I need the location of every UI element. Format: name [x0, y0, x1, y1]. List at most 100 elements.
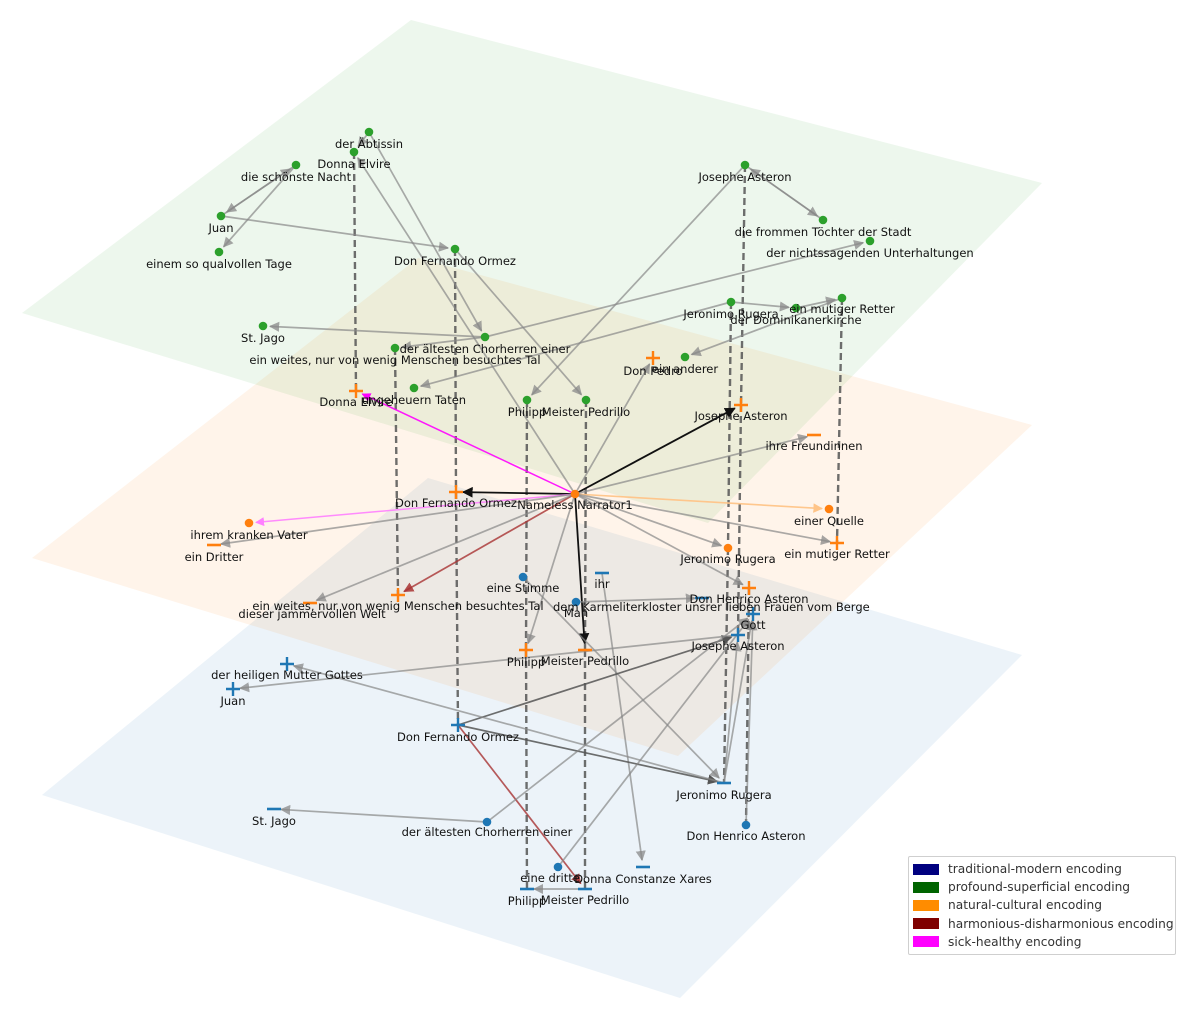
- node-green-einem-so-qualvollen-tage: [214, 247, 224, 257]
- edge-arrow: [457, 724, 582, 885]
- node-label-green-donna-elvire: Donna Elvire: [317, 157, 390, 171]
- node-green-die-schoenste-nacht: [291, 160, 301, 170]
- node-blue-eine-stimme: [518, 572, 528, 582]
- edge-arrow: [557, 618, 750, 868]
- node-orange-don-fernando-ormez: [449, 485, 463, 499]
- interlayer-link: [524, 399, 529, 651]
- node-label-green-don-fernando-ormez: Don Fernando Ormez: [394, 254, 516, 268]
- node-label-orange-philipp: Philipp: [507, 655, 545, 669]
- node-green-der-aebtissin: [364, 127, 374, 137]
- edge-arrow: [255, 493, 576, 527]
- legend-label: sick-healthy encoding: [948, 934, 1082, 949]
- legend-label: traditional-modern encoding: [948, 862, 1122, 877]
- layer-plane-blue: [42, 478, 1022, 998]
- intralayer-edges: [219, 131, 865, 895]
- node-label-blue-der-aeltesten-chorherren-einer: der ältesten Chorherren einer: [402, 825, 573, 839]
- edge-arrow: [484, 239, 865, 338]
- node-label-blue-donna-constanze-xares: Donna Constanze Xares: [574, 872, 712, 886]
- node-label-orange-ein-mutiger-retter: ein mutiger Retter: [784, 547, 890, 561]
- node-blue-josephe-asteron: [731, 628, 745, 642]
- node-label-orange-dieser-jammervollen-welt: dieser jammervollen Welt: [238, 607, 386, 621]
- node-orange-einer-quelle: [824, 504, 834, 514]
- node-green-der-aeltesten-chorherren-einer: [480, 332, 490, 342]
- edge-arrow: [574, 493, 590, 645]
- node-label-orange-ein-weites-nur-von-wenig-menschen-besuchtes-tal: ein weites, nur von wenig Menschen besuc…: [252, 599, 543, 613]
- edge-arrow: [457, 635, 733, 726]
- edge-arrow: [574, 493, 823, 513]
- node-orange-don-henrico-asteron: [742, 581, 756, 595]
- edge-arrow: [745, 619, 758, 826]
- interlayer-link: [454, 491, 460, 726]
- edge-arrow: [219, 493, 576, 548]
- node-label-blue-st-jago: St. Jago: [252, 814, 296, 828]
- interlayer-link: [524, 649, 529, 890]
- node-orange-ein-weites-nur-von-wenig-menschen-besuchtes-tal: [391, 588, 405, 602]
- node-green-donna-elvire: [349, 147, 359, 157]
- node-label-green-der-nichtssagenden-unterhaltungen: der nichtssagenden Unterhaltungen: [766, 246, 973, 260]
- node-label-blue-der-heiligen-mutter-gottes: der heiligen Mutter Gottes: [211, 668, 363, 682]
- legend-item-harmonious-disharmonious-encoding: harmonious-disharmonious encoding: [909, 915, 1175, 933]
- edge-arrow: [574, 493, 832, 546]
- node-label-green-philipp: Philipp: [508, 405, 546, 419]
- nodes: [207, 127, 875, 891]
- layer-plane-orange: [32, 258, 1032, 756]
- interlayer-link: [736, 404, 743, 636]
- node-green-josephe-asteron: [740, 160, 750, 170]
- node-green-ein-anderer: [680, 352, 690, 362]
- edge-arrow: [730, 301, 791, 312]
- edge-arrow: [574, 363, 651, 495]
- node-orange-nameless-narrator1: [570, 489, 580, 499]
- interlayer-link: [453, 248, 458, 493]
- node-label-blue-meister-pedrillo: Meister Pedrillo: [541, 893, 629, 907]
- node-green-don-fernando-ormez: [450, 244, 460, 254]
- node-green-der-dominikanerkirche: [791, 303, 801, 313]
- edge-arrow: [522, 576, 720, 779]
- node-orange-josephe-asteron: [734, 398, 748, 412]
- legend-item-traditional-modern-encoding: traditional-modern encoding: [909, 860, 1175, 878]
- edge-arrow: [574, 493, 744, 586]
- node-blue-eine-dritte: [553, 862, 563, 872]
- node-label-green-der-aeltesten-chorherren-einer: der ältesten Chorherren einer: [400, 342, 571, 356]
- node-blue-juan: [226, 682, 240, 696]
- node-green-jeronimo-rugera: [726, 297, 736, 307]
- layer-plane-green: [22, 20, 1042, 523]
- interlayer-link: [835, 297, 844, 544]
- edge-arrow: [279, 804, 488, 823]
- node-label-orange-josephe-asteron: Josephe Asteron: [693, 409, 787, 423]
- edge-arrow: [574, 493, 723, 548]
- edge-arrow: [486, 617, 749, 823]
- node-label-green-der-aebtissin: der Äbtissin: [335, 136, 403, 151]
- edge-arrow: [419, 301, 732, 389]
- edge-arrow: [723, 640, 742, 784]
- legend-item-natural-cultural-encoding: natural-cultural encoding: [909, 896, 1175, 914]
- node-label-orange-ihre-freundinnen: ihre Freundinnen: [765, 439, 862, 453]
- edge-arrow: [574, 407, 736, 495]
- node-label-blue-don-henrico-asteron: Don Henrico Asteron: [686, 829, 805, 843]
- node-blue-gott: [746, 607, 760, 621]
- edge-arrow: [525, 493, 576, 645]
- edge-arrow: [749, 168, 824, 221]
- node-label-blue-dem-karmeliterkloster-unsrer-lieben-frauen-vom-berge: dem Karmeliterkloster unsrer lieben Frau…: [553, 600, 870, 614]
- edge-arrow: [723, 619, 756, 784]
- node-green-ein-mutiger-retter: [837, 293, 847, 303]
- node-green-der-nichtssagenden-unterhaltungen: [865, 236, 875, 246]
- node-label-blue-philipp: Philipp: [508, 894, 546, 908]
- edge-arrow: [315, 493, 576, 602]
- legend-item-profound-superficial-encoding: profound-superficial encoding: [909, 878, 1175, 896]
- edge-arrow: [457, 724, 719, 785]
- node-blue-man: [571, 597, 581, 607]
- node-green-philipp: [522, 395, 532, 405]
- edge-arrow: [268, 321, 486, 338]
- node-label-green-jeronimo-rugera: Jeronimo Rugera: [682, 307, 778, 321]
- legend-swatch: [913, 881, 939, 893]
- legend-label: natural-cultural encoding: [948, 898, 1102, 913]
- edge-arrow: [575, 593, 697, 604]
- interlayer-link: [583, 399, 588, 651]
- node-label-orange-ein-dritter: ein Dritter: [185, 550, 244, 564]
- node-label-green-st-jago: St. Jago: [241, 331, 285, 345]
- node-blue-der-heiligen-mutter-gottes: [280, 657, 294, 671]
- node-orange-ein-mutiger-retter: [830, 536, 844, 550]
